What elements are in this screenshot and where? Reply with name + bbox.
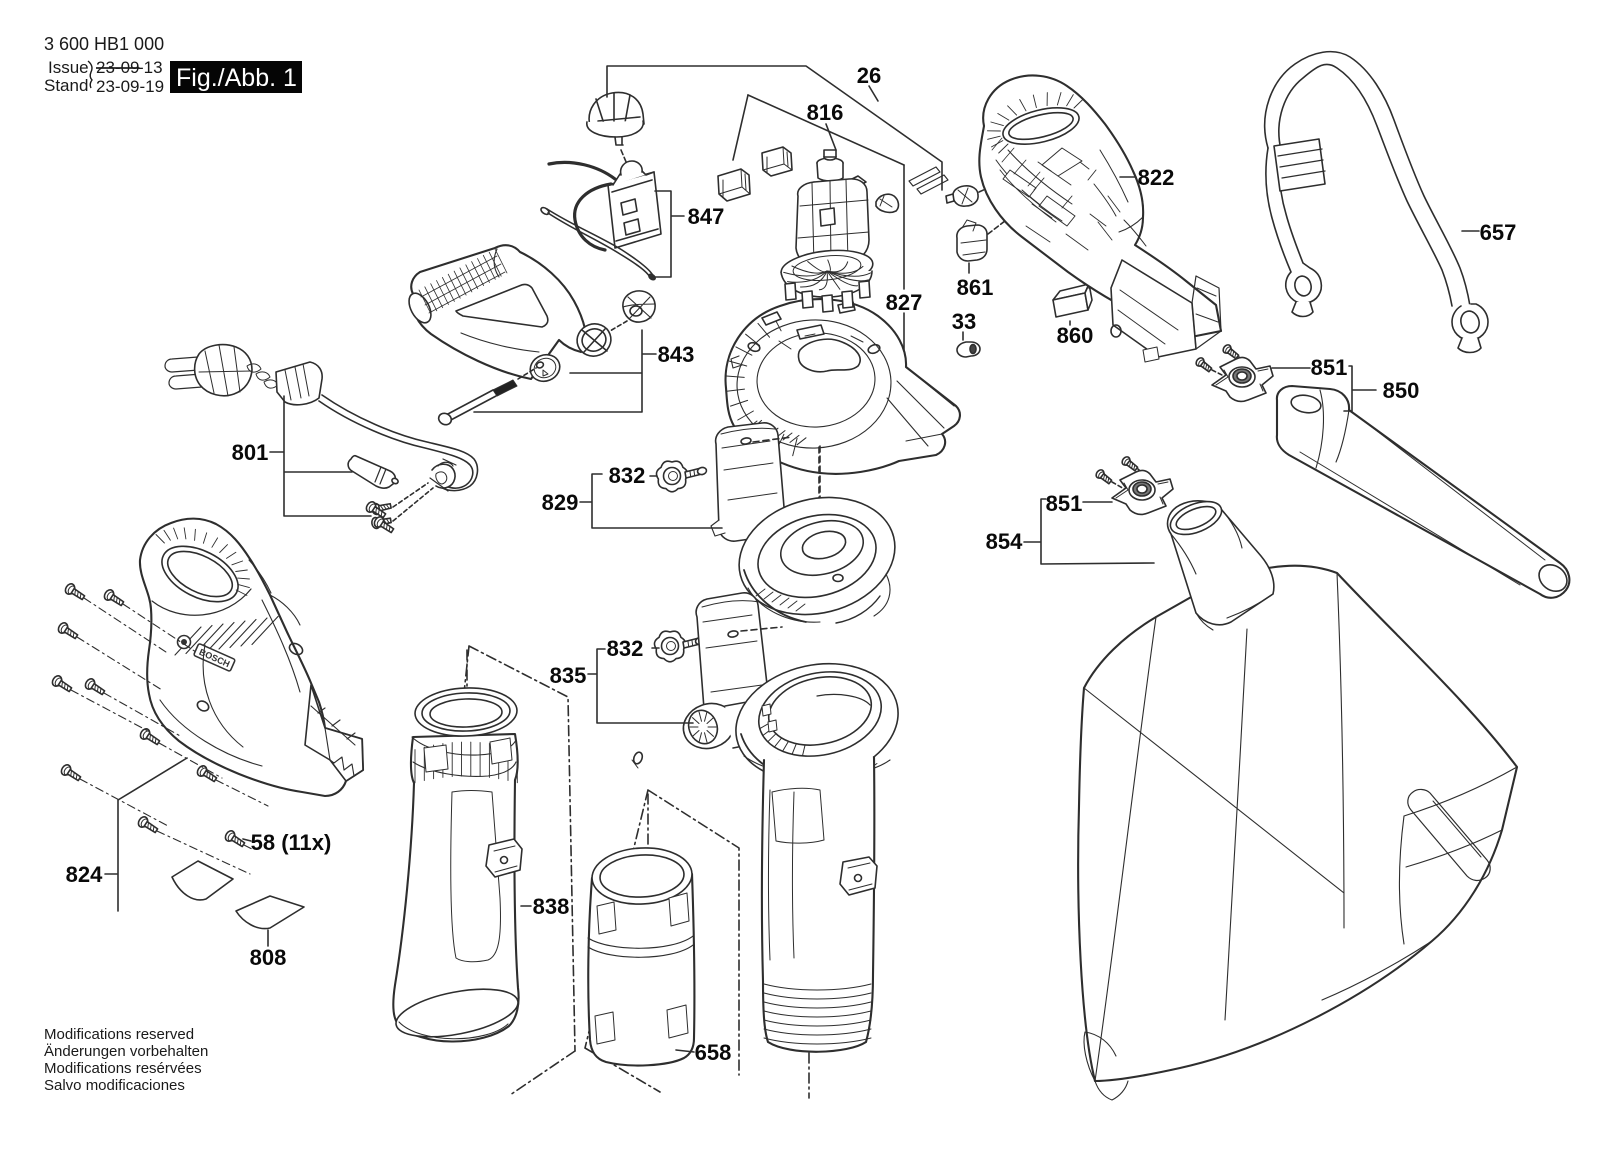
svg-text:Änderungen vorbehalten: Änderungen vorbehalten xyxy=(44,1043,208,1060)
svg-text:835: 835 xyxy=(550,663,587,688)
svg-text:33: 33 xyxy=(952,309,976,334)
svg-text:808: 808 xyxy=(250,945,287,970)
svg-text:843: 843 xyxy=(658,342,695,367)
svg-text:860: 860 xyxy=(1057,323,1094,348)
svg-text:801: 801 xyxy=(232,440,269,465)
svg-text:822: 822 xyxy=(1138,165,1175,190)
svg-text:Fig./Abb. 1: Fig./Abb. 1 xyxy=(176,64,297,92)
svg-text:58 (11x): 58 (11x) xyxy=(251,830,332,855)
svg-text:832: 832 xyxy=(607,636,644,661)
svg-text:851: 851 xyxy=(1046,491,1083,516)
svg-text:23-09: 23-09 xyxy=(96,58,139,77)
svg-text:-13: -13 xyxy=(138,58,163,77)
svg-text:Modifications reserved: Modifications reserved xyxy=(44,1026,194,1043)
svg-text:851: 851 xyxy=(1311,355,1348,380)
svg-text:847: 847 xyxy=(688,204,725,229)
svg-text:816: 816 xyxy=(807,100,844,125)
svg-text:861: 861 xyxy=(957,275,994,300)
svg-text:26: 26 xyxy=(857,63,881,88)
svg-text:Stand: Stand xyxy=(44,76,88,95)
svg-text:829: 829 xyxy=(542,490,579,515)
svg-text:Salvo modificaciones: Salvo modificaciones xyxy=(44,1077,185,1094)
svg-text:838: 838 xyxy=(533,894,570,919)
svg-text:832: 832 xyxy=(609,463,646,488)
svg-text:824: 824 xyxy=(66,862,103,887)
svg-text:657: 657 xyxy=(1480,220,1517,245)
svg-text:Modifications resérvées: Modifications resérvées xyxy=(44,1060,202,1077)
svg-text:827: 827 xyxy=(886,290,923,315)
svg-text:Issue: Issue xyxy=(48,58,89,77)
svg-text:23-09-19: 23-09-19 xyxy=(96,77,164,96)
svg-text:854: 854 xyxy=(986,529,1023,554)
svg-text:3 600 HB1 000: 3 600 HB1 000 xyxy=(44,34,164,54)
svg-text:658: 658 xyxy=(695,1040,732,1065)
svg-text:850: 850 xyxy=(1383,378,1420,403)
